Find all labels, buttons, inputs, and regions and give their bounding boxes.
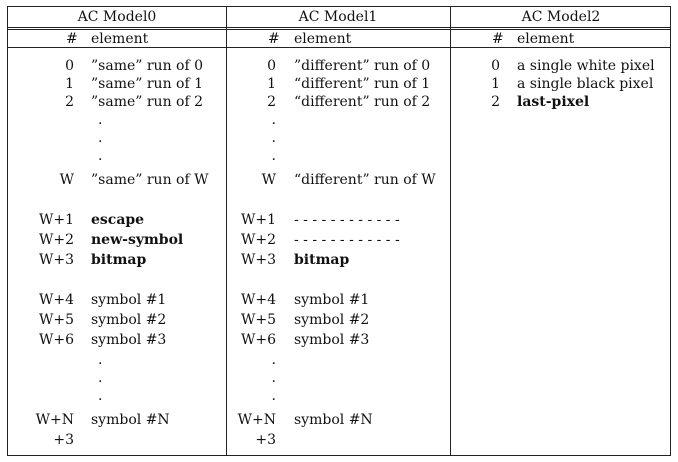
model0-row-number: 2	[65, 94, 74, 110]
model1-row-number: W+4	[240, 292, 276, 308]
model1-row-element: symbol #2	[294, 312, 370, 328]
model0-row-number: W+4	[38, 292, 74, 308]
model1-row-element: symbol #3	[294, 332, 370, 348]
model0-row-number: W+5	[38, 312, 74, 328]
model1-row-number: W+5	[240, 312, 276, 328]
model1-row-number: W+2	[240, 232, 276, 248]
model0-row-element: .	[98, 388, 103, 404]
model0-row-element: new-symbol	[91, 232, 184, 248]
model0-row-element: .	[98, 112, 103, 128]
model1-row-element: - - - - - - - - - - - -	[294, 232, 400, 248]
model1-title: AC Model1	[298, 9, 378, 25]
model0-row-number: W+2	[38, 232, 74, 248]
model0-row-element: symbol #2	[91, 312, 167, 328]
model2-row-element: a single white pixel	[517, 58, 655, 74]
model0-row-element: symbol #3	[91, 332, 167, 348]
model2-row-element: last-pixel	[517, 94, 590, 110]
model0-row-element: .	[98, 148, 103, 164]
model0-row-number: 1	[65, 76, 74, 92]
title-rule	[8, 27, 670, 28]
model1-row-element: “different” run of 1	[294, 76, 431, 92]
model1-row-number: W+6	[240, 332, 276, 348]
model1-row-number: +3	[255, 432, 276, 448]
model1-row-number: .	[271, 388, 276, 404]
title-rule-double	[8, 29, 670, 30]
model2-col-element-header: element	[517, 31, 575, 47]
model1-row-element: - - - - - - - - - - - -	[294, 212, 400, 228]
model0-row-element: .	[98, 352, 103, 368]
column-divider-1	[226, 7, 227, 455]
model2-title: AC Model2	[521, 9, 601, 25]
model2-row-element: a single black pixel	[517, 76, 654, 92]
model1-row-element: bitmap	[294, 252, 350, 268]
model1-row-element: “different” run of W	[294, 172, 436, 188]
model1-row-element: symbol #N	[294, 412, 373, 428]
model0-row-element: symbol #1	[91, 292, 167, 308]
model2-col-number-header: #	[492, 31, 504, 47]
model0-row-element: ”same” run of W	[91, 172, 209, 188]
model0-row-element: .	[98, 370, 103, 386]
model0-row-element: .	[98, 130, 103, 146]
model0-row-element: ”same” run of 0	[91, 58, 203, 74]
model1-row-number: W+1	[240, 212, 276, 228]
model0-title: AC Model0	[77, 9, 157, 25]
model2-row-number: 1	[491, 76, 500, 92]
model1-row-number: 2	[267, 94, 276, 110]
model0-col-element-header: element	[91, 31, 149, 47]
header-rule	[8, 47, 670, 48]
model0-row-number: W+6	[38, 332, 74, 348]
model0-row-element: ”same” run of 1	[91, 76, 203, 92]
column-divider-2	[450, 7, 451, 455]
model0-col-number-header: #	[66, 31, 78, 47]
model0-row-number: +3	[53, 432, 74, 448]
model1-row-element: ”different” run of 0	[294, 58, 431, 74]
model1-row-number: W+3	[240, 252, 276, 268]
model1-row-element: symbol #1	[294, 292, 370, 308]
model1-row-number: .	[271, 130, 276, 146]
model1-row-number: .	[271, 352, 276, 368]
model0-row-element: ”same” run of 2	[91, 94, 203, 110]
model0-row-number: 0	[65, 58, 74, 74]
model2-row-number: 2	[491, 94, 500, 110]
model0-row-element: escape	[91, 212, 145, 228]
model0-row-number: W+N	[35, 412, 74, 428]
model0-row-number: W	[59, 172, 74, 188]
model1-row-number: W	[261, 172, 276, 188]
comparison-table: AC Model0 AC Model1 AC Model2 # element 0 ”…	[7, 6, 671, 456]
model1-row-number: W+N	[237, 412, 276, 428]
model1-row-element: “different” run of 2	[294, 94, 431, 110]
model1-col-element-header: element	[294, 31, 352, 47]
model0-row-element: symbol #N	[91, 412, 170, 428]
model0-row-number: W+1	[38, 212, 74, 228]
model0-row-number: W+3	[38, 252, 74, 268]
model1-row-number: .	[271, 148, 276, 164]
model1-row-number: 0	[267, 58, 276, 74]
model0-row-element: bitmap	[91, 252, 147, 268]
model1-col-number-header: #	[268, 31, 280, 47]
model1-row-number: .	[271, 112, 276, 128]
model2-row-number: 0	[491, 58, 500, 74]
model1-row-number: .	[271, 370, 276, 386]
model1-row-number: 1	[267, 76, 276, 92]
